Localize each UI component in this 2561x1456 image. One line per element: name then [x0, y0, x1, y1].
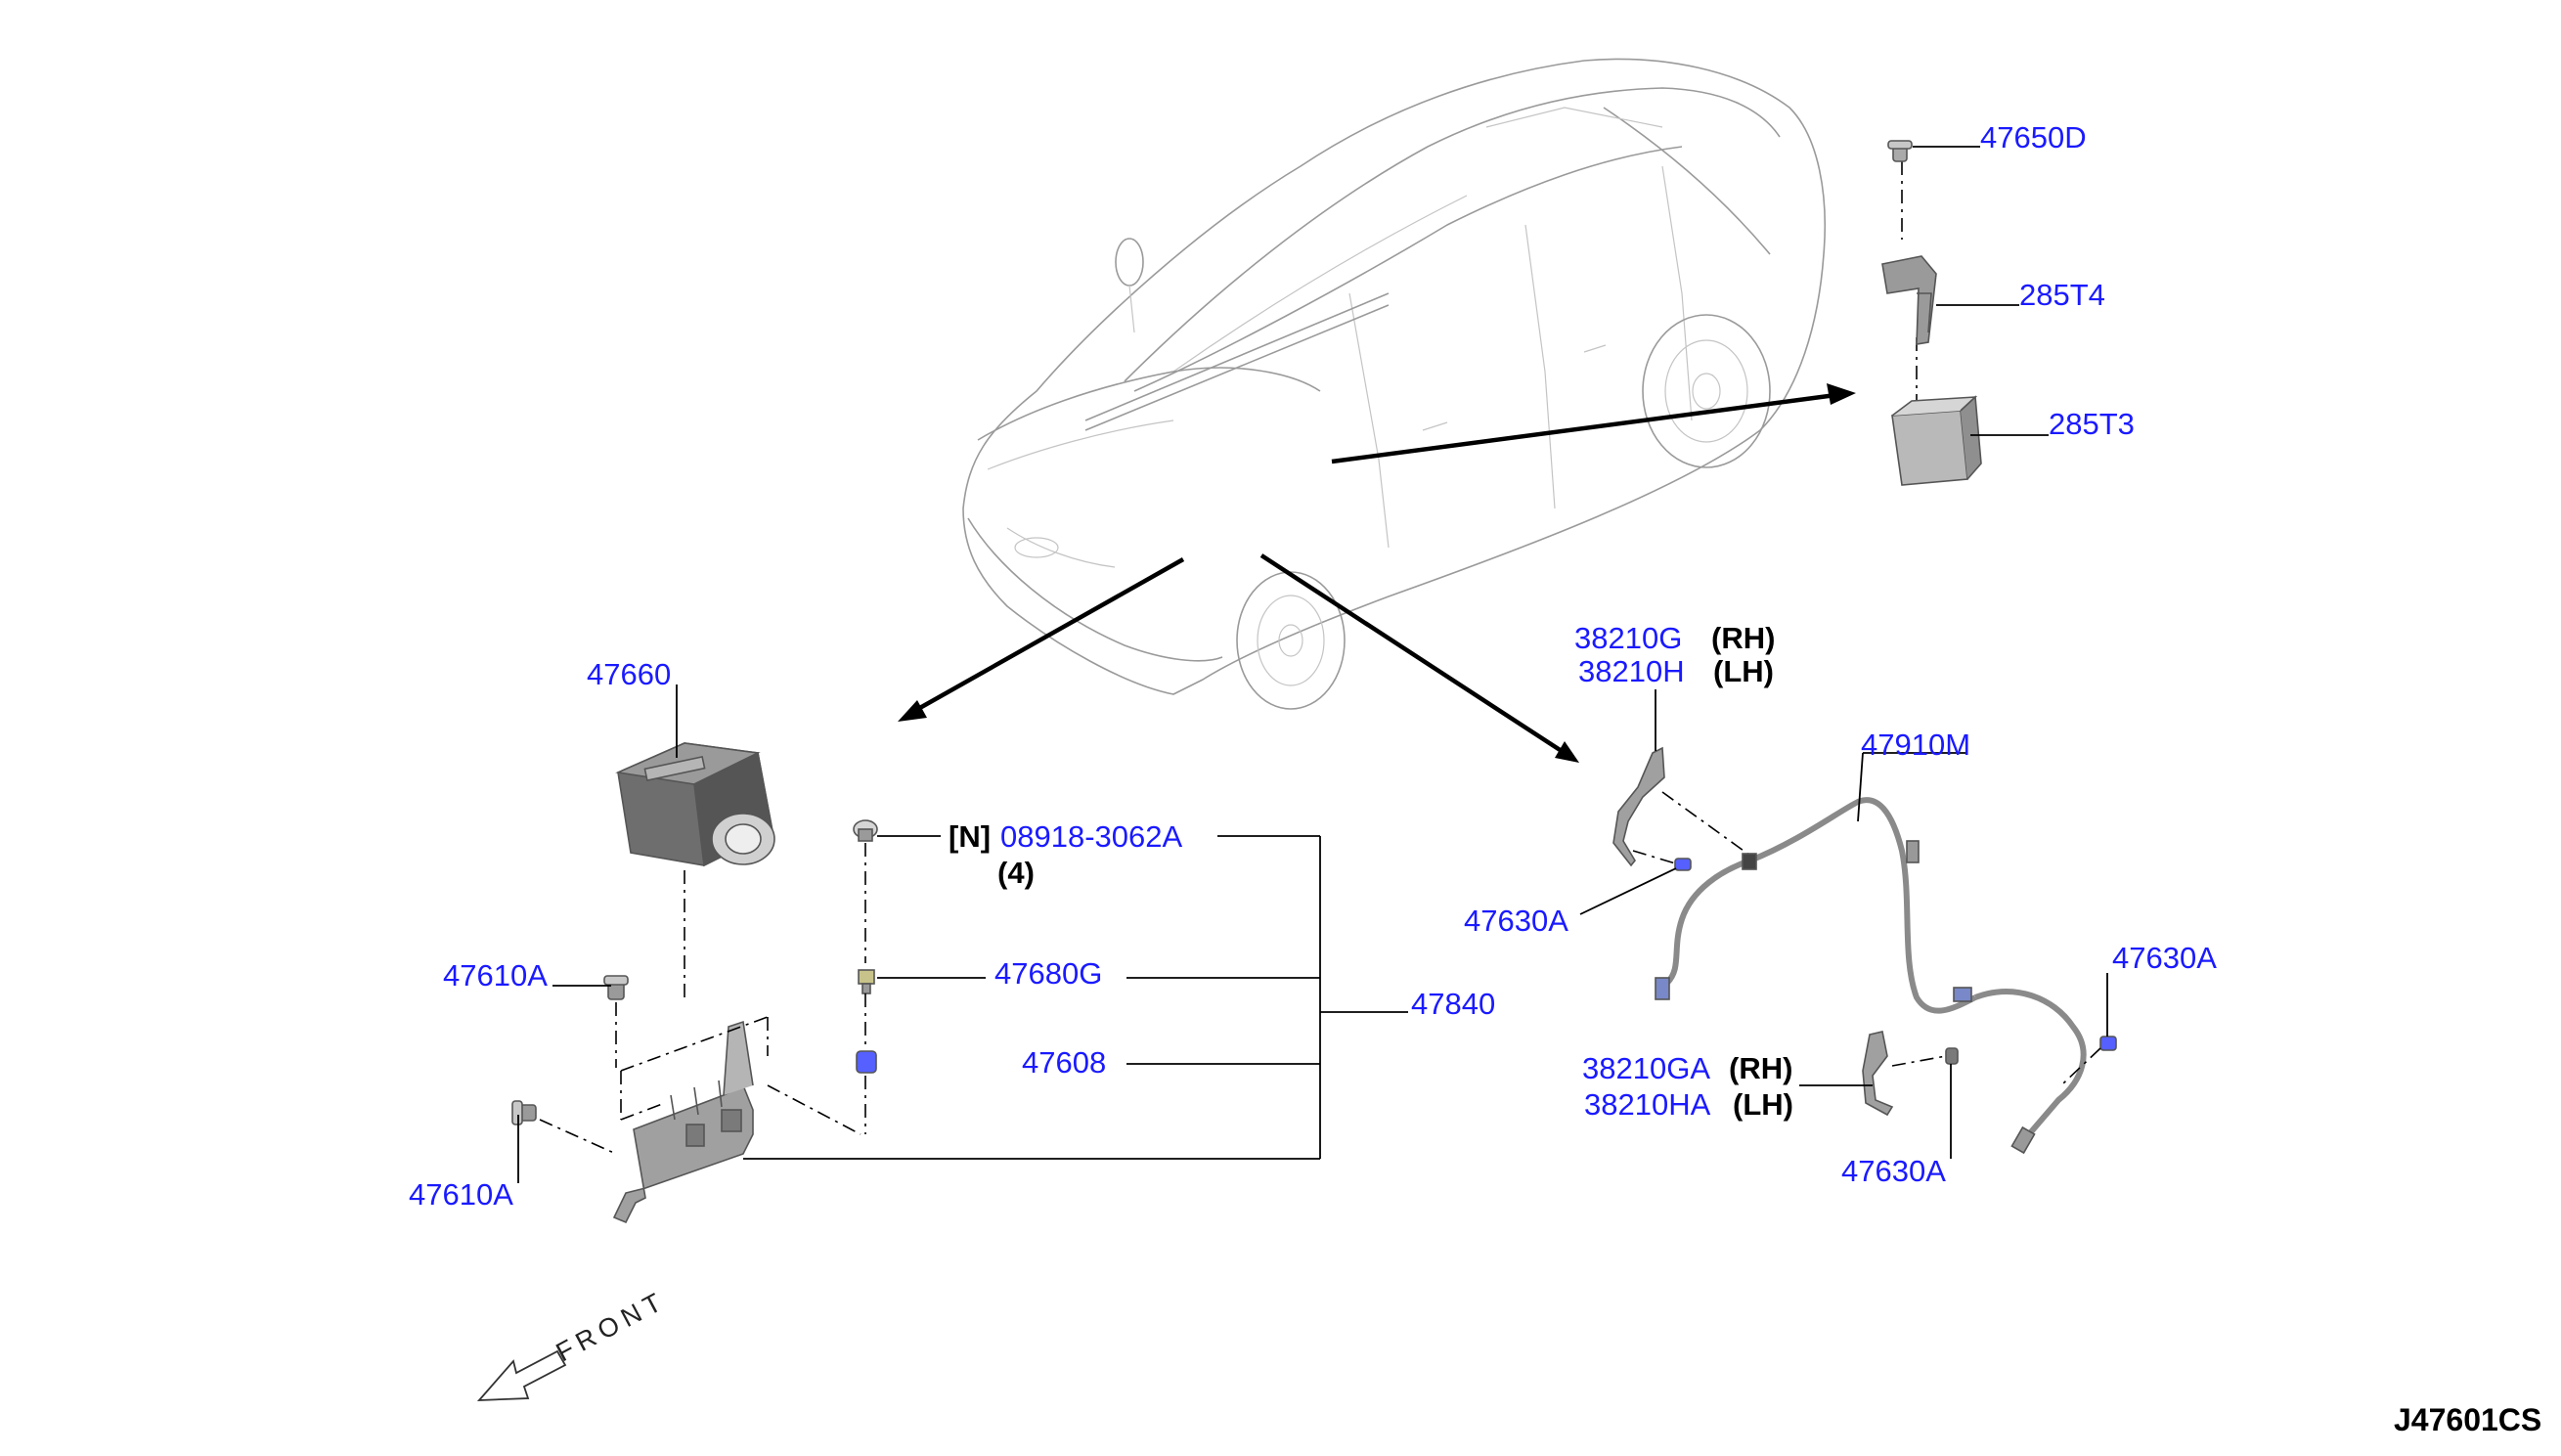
bracket-285T4 [1881, 255, 1937, 345]
label-qty-4: (4) [997, 856, 1035, 890]
label-38210G: 38210G [1574, 621, 1682, 655]
part-number-labels: 47650D 285T4 285T3 38210G (RH) 38210H (L… [409, 120, 2541, 1437]
bolt-47610A-lower [511, 1100, 537, 1125]
label-47630A-2: 47630A [2112, 941, 2217, 975]
wheel-sensor-group [1579, 689, 2117, 1159]
label-38210GA: 38210GA [1582, 1051, 1710, 1085]
bolt-47630A-lower [1945, 1047, 1959, 1065]
abs-actuator-group [511, 684, 1408, 1224]
label-n-mark: [N] [949, 819, 991, 854]
sensor-bracket-38210G [1612, 746, 1665, 867]
label-47680G: 47680G [994, 956, 1102, 991]
module-285T3 [1891, 395, 1982, 486]
label-rh-2: (RH) [1729, 1051, 1792, 1085]
label-47660: 47660 [587, 657, 671, 691]
bolt-47610A-upper [603, 975, 629, 1000]
front-direction-indicator: FRONT [476, 1285, 672, 1401]
label-47610A-1: 47610A [443, 958, 548, 993]
label-285T3: 285T3 [2049, 407, 2135, 441]
bolt-47630A-upper [1674, 858, 1692, 871]
locator-arrows [898, 383, 1856, 763]
sensor-module-group [1881, 140, 2049, 486]
label-47630A-3: 47630A [1841, 1154, 1946, 1188]
label-lh-2: (LH) [1733, 1087, 1793, 1122]
bolt-47650D [1887, 140, 1913, 162]
label-47630A-1: 47630A [1464, 904, 1568, 938]
label-lh-1: (LH) [1713, 654, 1774, 688]
label-47840: 47840 [1411, 987, 1495, 1021]
grommet-47680G [858, 969, 875, 994]
sensor-harness-47910M [1655, 797, 2087, 1155]
sensor-bracket-38210GA [1862, 1031, 1894, 1117]
abs-actuator-47660 [615, 742, 775, 867]
label-38210HA: 38210HA [1584, 1087, 1711, 1122]
label-47650D: 47650D [1980, 120, 2087, 154]
front-label: FRONT [552, 1285, 672, 1367]
bolt-47630A-right [2099, 1036, 2117, 1051]
abs-bracket [612, 1020, 754, 1224]
label-47608: 47608 [1022, 1045, 1106, 1080]
label-08918-3062A: 08918-3062A [1000, 819, 1182, 854]
bushing-47608 [856, 1050, 877, 1074]
label-38210H: 38210H [1578, 654, 1685, 688]
label-47910M: 47910M [1861, 728, 1970, 762]
bolt-08918-3062A [853, 819, 878, 842]
diagram-reference-code: J47601CS [2394, 1402, 2541, 1437]
label-285T4: 285T4 [2019, 278, 2105, 312]
label-rh-1: (RH) [1711, 621, 1775, 655]
label-47610A-2: 47610A [409, 1177, 513, 1212]
